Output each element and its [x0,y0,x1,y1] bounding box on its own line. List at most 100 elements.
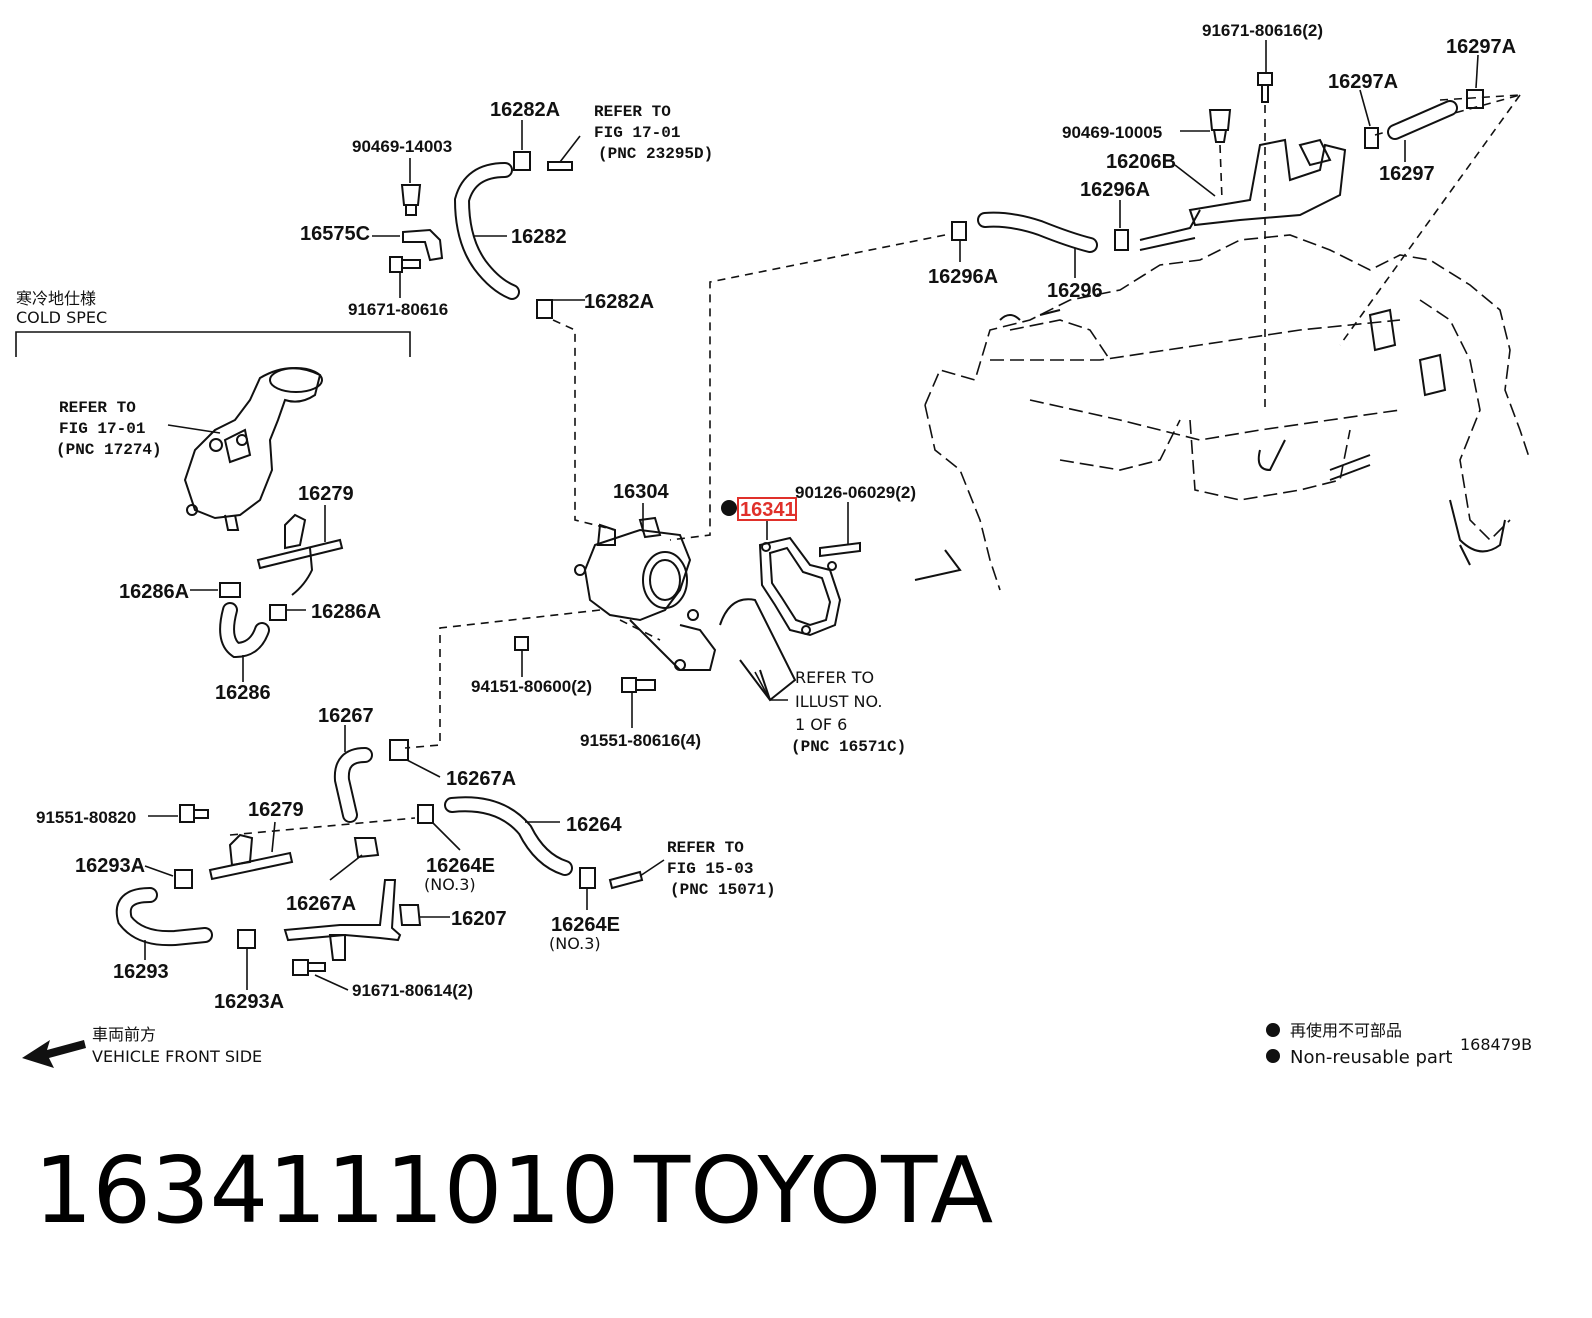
label-16206B: 16206B [1106,151,1176,173]
label-91671-80614-2: 91671-80614(2) [352,981,473,1000]
pipe-16279-top [256,505,344,596]
svg-text:REFER TO: REFER TO [59,399,136,417]
label-90469-14003: 90469-14003 [352,137,452,156]
refer-to-15071: REFER TO FIG 15-03 (PNC 15071) [667,839,776,899]
label-16297A-mid: 16297A [1328,71,1398,93]
label-16264E-left: 16264E [426,855,495,877]
bolt-91671-80614 [292,959,349,991]
pipe-16571C [719,598,797,702]
svg-text:REFER TO: REFER TO [667,839,744,857]
dashed-routing [229,234,946,836]
label-91551-80820: 91551-80820 [36,808,136,827]
label-16267: 16267 [318,705,374,727]
highlight-box-16341 [737,497,797,521]
stud-90126-06029 [819,502,861,558]
legend-en: Non-reusable part [1290,1047,1452,1068]
arrow-left-icon [22,1040,86,1068]
hose-16297 [1359,54,1484,162]
hose-16286 [190,582,306,682]
label-16297A-top: 16297A [1446,36,1516,58]
gasket-16341 [758,520,842,637]
vehicle-front-indicator: 車両前方 VEHICLE FRONT SIDE [22,1025,262,1068]
bolt-91551-80820 [148,804,209,823]
legend: 再使用不可部品 Non-reusable part 168479B [1266,1021,1532,1068]
bolt-91671-80616-top [1257,40,1273,103]
bullet-icon [1266,1049,1280,1063]
diagram-id: 168479B [1460,1035,1532,1054]
label-16264: 16264 [566,814,622,836]
engine-block-outline [914,234,1531,591]
label-16296A-right: 16296A [1080,179,1150,201]
svg-text:(PNC 17274): (PNC 17274) [56,441,162,459]
hose-16282 [453,120,585,319]
caption-part-number: 1634111010 [34,1137,619,1244]
label-16207: 16207 [451,908,507,930]
clip-90469-10005 [1180,109,1232,143]
label-no3-left: (NO.3) [424,875,476,894]
svg-text:FIG 17-01: FIG 17-01 [59,420,145,438]
svg-text:FIG 17-01: FIG 17-01 [594,124,680,142]
label-16267A-top: 16267A [446,768,516,790]
cold-spec-bracket [15,331,411,357]
svg-text:(PNC 16571C): (PNC 16571C) [791,738,906,756]
part-labels: 91671-80616(2) 16297A 16297A 16297 90469… [36,21,1516,1013]
label-16279-bot: 16279 [248,799,304,821]
label-16286A-right: 16286A [311,601,381,623]
vehicle-front-en: VEHICLE FRONT SIDE [92,1047,262,1066]
label-16279-top: 16279 [298,483,354,505]
housing-17274 [167,367,323,531]
label-16267A-bot: 16267A [286,893,356,915]
label-16341: 16341 [740,499,796,521]
label-16293A-bot: 16293A [214,991,284,1013]
label-16286: 16286 [215,682,271,704]
cold-spec-ja: 寒冷地仕様 [16,289,96,308]
pipe-16207 [283,837,450,961]
label-90469-10005: 90469-10005 [1062,123,1162,142]
label-90126-06029-2: 90126-06029(2) [795,483,916,502]
refer-to-17274: REFER TO FIG 17-01 (PNC 17274) [56,399,162,459]
bracket-16575C [372,228,444,262]
vehicle-front-ja: 車両前方 [92,1025,156,1044]
label-16293A-left: 16293A [75,855,145,877]
svg-text:REFER TO: REFER TO [795,668,874,687]
refer-to-16571C: REFER TO ILLUST NO. 1 OF 6 (PNC 16571C) [791,668,906,756]
label-16282A-bot: 16282A [584,291,654,313]
bullet-icon [1266,1023,1280,1037]
label-16282: 16282 [511,226,567,248]
svg-text:1 OF 6: 1 OF 6 [795,715,847,734]
label-91551-80616-4: 91551-80616(4) [580,731,701,750]
label-94151-80600-2: 94151-80600(2) [471,677,592,696]
label-16286A-left: 16286A [119,581,189,603]
label-91671-80616: 91671-80616 [348,300,448,319]
pipe-16279-bot [208,821,294,881]
label-16293: 16293 [113,961,169,983]
svg-text:(PNC 23295D): (PNC 23295D) [598,145,713,163]
svg-text:FIG 15-03: FIG 15-03 [667,860,753,878]
hose-16264 [417,796,665,910]
svg-text:ILLUST NO.: ILLUST NO. [795,692,882,711]
bolt-91551-80616 [621,677,656,728]
clip-90469-14003 [400,158,422,216]
hose-16267 [333,725,441,823]
bolt-91671-80616-left [389,256,421,298]
label-no3-right: (NO.3) [549,934,601,953]
svg-text:REFER TO: REFER TO [594,103,671,121]
svg-text:(PNC 15071): (PNC 15071) [670,881,776,899]
cold-spec-en: COLD SPEC [16,308,107,327]
caption-brand: TOYOTA [633,1137,993,1244]
bolt-94151-80600 [514,636,529,677]
hose-16296 [951,200,1129,278]
label-16296: 16296 [1047,280,1103,302]
legend-ja: 再使用不可部品 [1290,1021,1402,1040]
bracket-16206B [1139,138,1347,251]
water-inlet-16304 [574,503,717,671]
label-16282A-top: 16282A [490,99,560,121]
hose-16293 [115,865,256,990]
label-91671-80616-2: 91671-80616(2) [1202,21,1323,40]
label-16264E-right: 16264E [551,914,620,936]
right-guide-lines [1219,94,1521,410]
non-reusable-dot-16341 [721,500,737,516]
refer-to-23295D: REFER TO FIG 17-01 (PNC 23295D) [594,103,713,163]
label-16297: 16297 [1379,163,1435,185]
label-16296A-left: 16296A [928,266,998,288]
